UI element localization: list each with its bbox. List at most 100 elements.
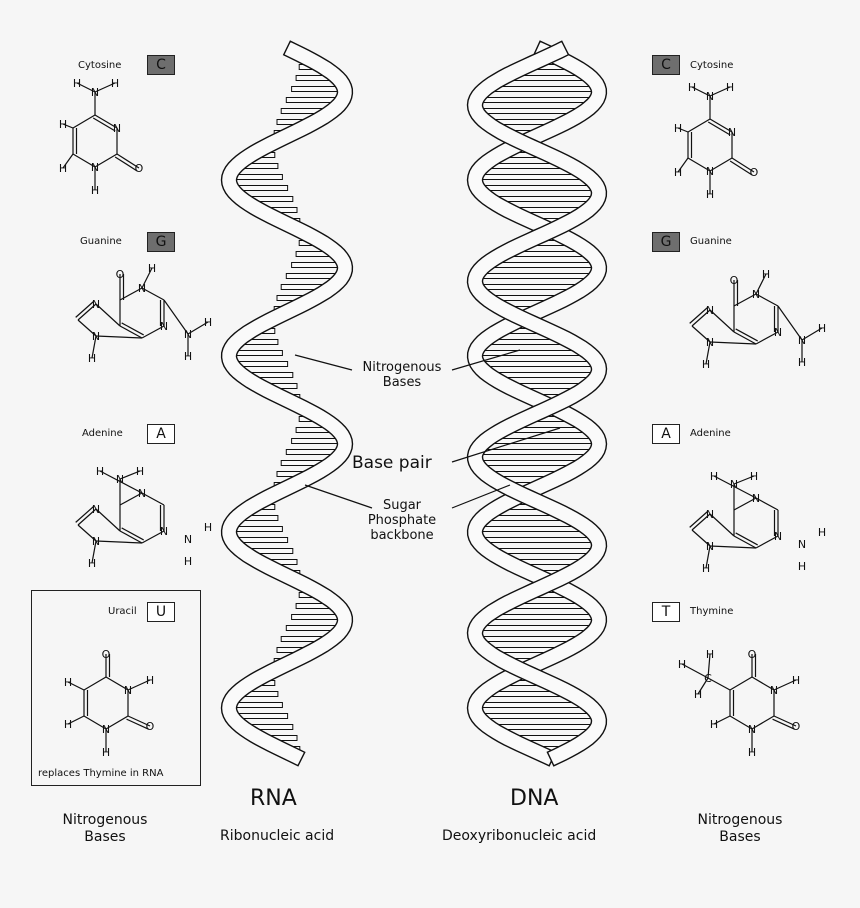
mol-adenine-right-bond-3: [755, 535, 779, 549]
mol-guanine-left-bond-7: [77, 303, 97, 321]
mol-cytosine-right-bond-9-double: [729, 160, 753, 176]
mol-guanine-left-bond-8: [77, 319, 97, 337]
footer-left-line2: Bases: [84, 829, 126, 845]
mol-adenine-left-atom-14: H: [184, 555, 192, 568]
mol-thymine-right-bond-14: [707, 653, 711, 679]
mol-adenine-right-atom-13: H: [818, 526, 826, 539]
mol-thymine-right-atom-2: N: [770, 684, 778, 697]
mol-adenine-right-atom-1: N: [752, 492, 760, 505]
mol-cytosine-left-bond-0: [72, 114, 96, 129]
mol-adenine-right-atom-14: H: [798, 560, 806, 573]
mol-adenine-left-bond-0: [119, 492, 143, 506]
guanine-label-left: Guanine: [80, 236, 122, 247]
mol-uracil-left-atom-8: O: [146, 720, 155, 733]
mol-adenine-right-bond-8: [691, 529, 711, 547]
mol-adenine-left-atom-6: N: [92, 535, 100, 548]
mol-uracil-left-atom-6: O: [102, 648, 111, 661]
mol-adenine-right-atom-11: H: [710, 470, 718, 483]
mol-adenine-right-bond-12: [713, 475, 757, 499]
mol-cytosine-left-atom-4: N: [91, 161, 99, 174]
rna-helix: [220, 40, 354, 767]
mol-cytosine-left-bond-4: [72, 153, 96, 168]
mol-guanine-right-bond-7-double: [689, 306, 709, 324]
cytosine-badge-left: C: [147, 55, 175, 75]
mol-cytosine-right-atom-12: H: [674, 166, 682, 179]
adenine-badge-left: A: [147, 424, 175, 444]
mol-cytosine-right-bond-9: [731, 157, 755, 173]
mol-guanine-right-bond-7: [691, 309, 711, 327]
mol-adenine-left-atom-3: N: [160, 525, 168, 538]
mol-guanine-left-atom-8: N: [92, 298, 100, 311]
mol-guanine-left-atom-11: H: [148, 262, 156, 275]
mol-uracil-left-bond-10: [67, 715, 85, 725]
mol-adenine-left-bond-13: [119, 470, 141, 480]
nitrogenous-pointer-dna: [451, 349, 521, 371]
mol-adenine-left-atom-13: H: [204, 521, 212, 534]
mol-guanine-right-atom-12: N: [798, 334, 806, 347]
mol-guanine-left-bond-1: [141, 287, 165, 301]
mol-cytosine-right-atom-11: H: [706, 188, 714, 201]
footer-right-line2: Bases: [719, 829, 761, 845]
mol-thymine-right-bond-10: [713, 715, 731, 725]
mol-cytosine-left-atom-9: H: [111, 77, 119, 90]
mol-thymine-right-bond-12: [681, 663, 709, 679]
uracil-note: replaces Thymine in RNA: [38, 768, 164, 779]
mol-cytosine-left-atom-7: N: [91, 86, 99, 99]
mol-adenine-left-bond-4: [119, 530, 143, 544]
backbone-callout: Sugar Phosphate backbone: [352, 498, 452, 543]
cytosine-label-right: Cytosine: [690, 60, 734, 71]
mol-guanine-left-bond-13: [163, 299, 189, 335]
mol-adenine-left-atom-11: H: [96, 465, 104, 478]
mol-adenine-left-atom-10: N: [116, 473, 124, 486]
mol-thymine-right-bond-7: [773, 679, 797, 691]
mol-guanine-left-bond-3: [141, 325, 165, 339]
mol-cytosine-left-bond-9-double: [114, 156, 138, 172]
mol-cytosine-left-bond-7: [76, 82, 96, 93]
mol-cytosine-right-atom-13: H: [674, 122, 682, 135]
mol-thymine-right-bond-1: [751, 676, 775, 691]
mol-guanine-left-atom-13: H: [204, 316, 212, 329]
mol-cytosine-right-atom-9: H: [726, 81, 734, 94]
mol-cytosine-right-atom-4: N: [706, 165, 714, 178]
mol-uracil-left-atom-11: H: [64, 676, 72, 689]
mol-guanine-right-bond-1: [755, 293, 779, 307]
adenine-badge-right: A: [652, 424, 680, 444]
mol-guanine-left-atom-14: H: [184, 350, 192, 363]
mol-adenine-left-bond-7: [77, 508, 97, 526]
mol-adenine-left-bond-7-double: [75, 505, 95, 523]
mol-thymine-right-bond-0: [729, 676, 753, 691]
mol-thymine-right-bond-11: [707, 677, 731, 691]
mol-cytosine-left-atom-11: H: [91, 184, 99, 197]
rna-title: RNA: [250, 786, 297, 811]
mol-cytosine-right-atom-10: O: [750, 166, 759, 179]
mol-cytosine-right-atom-8: H: [688, 81, 696, 94]
mol-guanine-left-bond-4: [119, 325, 143, 339]
footer-right-line1: Nitrogenous: [697, 812, 783, 828]
mol-thymine-right-bond-3: [751, 715, 775, 730]
mol-adenine-right-atom-15: H: [750, 470, 758, 483]
dna-helix: [466, 40, 608, 767]
mol-cytosine-right-bond-11: [677, 157, 689, 173]
mol-guanine-left-atom-9: H: [88, 352, 96, 365]
mol-guanine-left-atom-10: O: [116, 268, 125, 281]
mol-adenine-left-bond-9: [95, 540, 143, 544]
mol-adenine-right-bond-9: [709, 545, 757, 549]
nitrogenous-callout-line1: Nitrogenous: [362, 360, 442, 375]
mol-thymine-right-atom-7: H: [792, 674, 800, 687]
mol-guanine-right-bond-12: [755, 273, 767, 295]
mol-cytosine-left-bond-11: [62, 153, 74, 169]
uracil-badge: U: [147, 602, 175, 622]
mol-cytosine-left-atom-10: O: [135, 162, 144, 175]
mol-cytosine-left-bond-12: [62, 123, 74, 129]
mol-thymine-right-atom-14: H: [706, 648, 714, 661]
mol-guanine-right-atom-3: N: [774, 326, 782, 339]
mol-adenine-left-bond-10: [91, 540, 97, 564]
mol-guanine-left-atom-12: N: [184, 328, 192, 341]
mol-uracil-left-atom-2: N: [124, 684, 132, 697]
mol-cytosine-right-bond-7: [691, 86, 711, 97]
mol-thymine-right-bond-13: [697, 677, 709, 695]
